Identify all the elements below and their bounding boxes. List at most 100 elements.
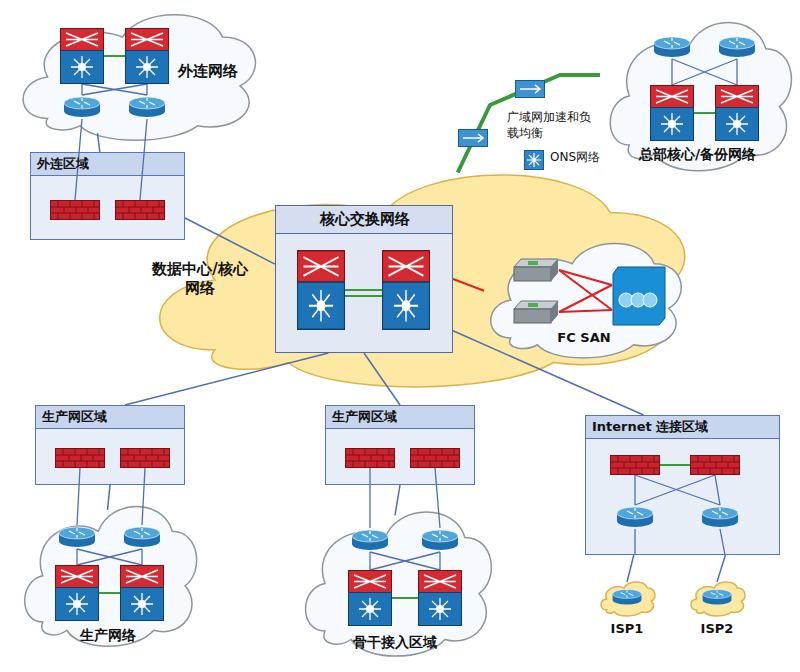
- wire-line: [635, 475, 715, 505]
- router-icon: [124, 527, 160, 547]
- cloud-shape: [23, 15, 255, 140]
- wire-line: [559, 310, 612, 312]
- firewall-icon: [610, 455, 660, 475]
- wire-line: [694, 112, 715, 114]
- wire-line: [76, 549, 77, 565]
- wire-line: [435, 468, 440, 528]
- network-link: [125, 353, 328, 405]
- network-link: [98, 133, 100, 152]
- network-link: [108, 485, 111, 510]
- note-label: ONS网络: [548, 150, 622, 166]
- wire-line: [142, 468, 145, 525]
- wire-line: [370, 552, 440, 570]
- switch-icon: [298, 251, 345, 330]
- cloud-shape: [25, 507, 197, 647]
- network-link: [717, 555, 725, 582]
- node-label: 数据中心/核心网络: [150, 260, 250, 298]
- router-icon: [129, 97, 165, 117]
- node-label: Internet 连接区域: [592, 419, 775, 435]
- wire-line: [77, 549, 142, 565]
- node-label: 生产网络: [35, 627, 180, 645]
- wire-line: [392, 597, 418, 599]
- ons-icon: [525, 151, 544, 170]
- wire-line: [104, 55, 125, 57]
- node-label: ISP1: [592, 621, 662, 637]
- switch-icon: [383, 251, 430, 330]
- wire-line: [345, 295, 382, 297]
- fc-switch-icon: [514, 259, 558, 281]
- storage-icon: [613, 267, 665, 325]
- wire-line: [671, 59, 672, 85]
- firewall-icon: [55, 448, 105, 468]
- wire-line: [439, 552, 440, 570]
- firewall-icon: [345, 448, 395, 468]
- firewall-icon: [120, 448, 170, 468]
- wire-line: [77, 468, 80, 525]
- node-label: 核心交换网络: [276, 210, 454, 229]
- wire-line: [672, 59, 737, 85]
- zone-box: 生产网区域: [35, 405, 185, 485]
- cloud-network: 总部核心/备份网络: [600, 5, 795, 180]
- router-icon: [719, 37, 755, 57]
- wire-line: [559, 285, 612, 312]
- wire-line: [634, 529, 635, 555]
- fc-switch-icon: [514, 301, 558, 323]
- wire-line: [345, 289, 382, 291]
- switch-icon: [126, 29, 169, 84]
- wire-line: [635, 475, 720, 505]
- router-icon: [352, 530, 388, 550]
- switch-icon: [716, 86, 759, 141]
- switch-icon: [349, 571, 392, 626]
- router-icon: [64, 97, 100, 117]
- cloud-network: 骨干接入区域: [295, 495, 495, 665]
- firewall-icon: [410, 448, 460, 468]
- network-link: [453, 331, 644, 415]
- node-label: 总部核心/备份网络: [620, 146, 775, 164]
- wire-line: [369, 552, 370, 570]
- router-icon: [703, 590, 732, 605]
- firewall-icon: [690, 455, 740, 475]
- wan-accelerator-icon: [459, 130, 488, 147]
- cloud-shape: [491, 244, 682, 358]
- node-label: 生产网区域: [42, 409, 180, 425]
- cloud-shape: [160, 175, 685, 387]
- node-label: ISP2: [682, 621, 752, 637]
- router-icon: [422, 530, 458, 550]
- firewall-icon: [115, 200, 165, 220]
- cloud-shape: [610, 23, 791, 171]
- firewall-icon: [50, 200, 100, 220]
- router-icon: [617, 507, 653, 527]
- wire-line: [140, 119, 147, 200]
- wire-line: [99, 592, 120, 594]
- network-link: [364, 353, 400, 405]
- wire-line: [715, 475, 720, 505]
- wire-line: [77, 549, 142, 565]
- node-label: 生产网区域: [332, 409, 470, 425]
- wire-line: [146, 84, 147, 95]
- router-icon: [654, 37, 690, 57]
- wire-line: [81, 84, 82, 95]
- cloud-shape: [601, 582, 655, 616]
- wire-line: [736, 59, 737, 85]
- router-icon: [613, 590, 642, 605]
- wire-line: [75, 119, 82, 200]
- node-label: FC SAN: [552, 330, 616, 346]
- node-label: 骨干接入区域: [315, 634, 475, 652]
- wire-line: [720, 529, 725, 555]
- wire-line: [82, 84, 147, 95]
- cloud-network: 生产网络: [15, 490, 200, 655]
- network-link: [453, 279, 484, 291]
- zone-box: 生产网区域: [325, 405, 475, 485]
- router-icon: [702, 507, 738, 527]
- router-icon: [59, 527, 95, 547]
- wire-line: [370, 552, 440, 570]
- wire-line: [559, 270, 612, 285]
- switch-icon: [56, 566, 99, 621]
- zone-box: Internet 连接区域: [585, 415, 780, 555]
- switch-icon: [121, 566, 164, 621]
- cloud-shape: [306, 512, 492, 656]
- zone-box: 外连区域: [30, 152, 185, 240]
- node-label: 外连网络: [178, 62, 252, 81]
- switch-icon: [419, 571, 462, 626]
